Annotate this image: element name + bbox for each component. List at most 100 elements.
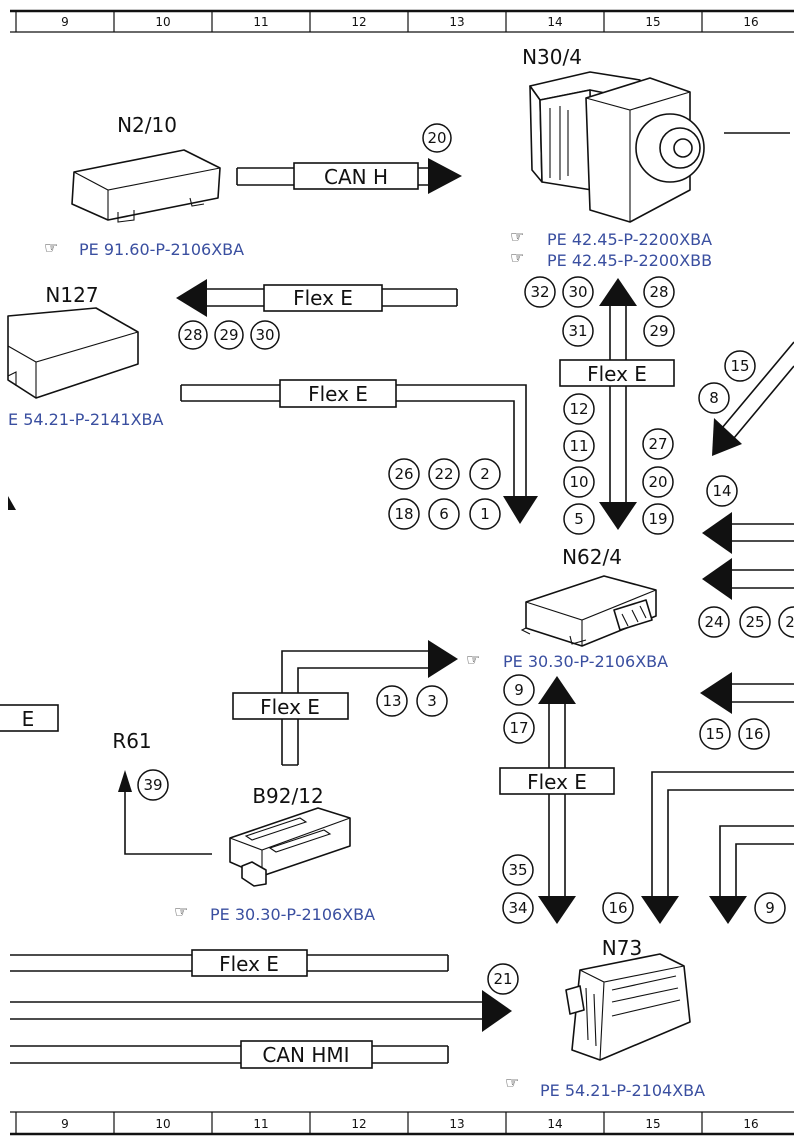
- svg-text:PE 91.60-P-2106XBA: PE 91.60-P-2106XBA: [79, 240, 244, 259]
- pin-16-bottom: 16: [608, 899, 627, 917]
- label-n2-10: N2/10: [117, 113, 177, 137]
- pin-26: 26: [394, 465, 413, 483]
- grid-col-10-bottom: 10: [155, 1117, 170, 1131]
- grid-strip-bottom: 9 10 11 12 13 14 15 16: [10, 1111, 794, 1136]
- pin-35: 35: [508, 861, 527, 879]
- device-n2-10: [71, 149, 221, 223]
- grid-col-9-bottom: 9: [61, 1117, 69, 1131]
- pin-2: 2: [480, 465, 490, 483]
- pin-9-mid: 9: [514, 681, 524, 699]
- pin-15-diag: 15: [730, 357, 749, 375]
- bus-box-flex-e-vertical-top: [559, 359, 675, 387]
- grid-col-14-top: 14: [547, 15, 562, 29]
- device-n127: [7, 307, 139, 399]
- ref-n62-4: ☞ PE 30.30-P-2106XBA: [466, 650, 668, 671]
- svg-text:PE 54.21-P-2104XBA: PE 54.21-P-2104XBA: [540, 1081, 705, 1100]
- bus-label-flex-e-bottom: Flex E: [219, 952, 279, 976]
- pin-3: 3: [427, 692, 437, 710]
- grid-strip-top: 9 10 11 12 13 14 15 16: [10, 9, 794, 33]
- bus-box-flex-e-n62-left: [279, 379, 397, 408]
- svg-text:PE 42.45-P-2200XBA: PE 42.45-P-2200XBA: [547, 230, 712, 249]
- pin-13: 13: [382, 692, 401, 710]
- bus-label-can-hmi: CAN HMI: [262, 1043, 349, 1067]
- pin-39: 39: [143, 776, 162, 794]
- bus-label-flex-e-n62-left: Flex E: [308, 382, 368, 406]
- svg-text:PE 30.30-P-2106XBA: PE 30.30-P-2106XBA: [210, 905, 375, 924]
- label-n62-4: N62/4: [562, 545, 622, 569]
- grid-col-14-bottom: 14: [547, 1117, 562, 1131]
- pin-1: 1: [480, 505, 490, 523]
- grid-col-16-top: 16: [743, 15, 758, 29]
- pin-28-n127: 28: [183, 326, 202, 344]
- pointing-hand-icon: ☞: [510, 227, 524, 246]
- grid-col-15-bottom: 15: [645, 1117, 660, 1131]
- grid-col-11-top: 11: [253, 15, 268, 29]
- pin-20-center: 20: [648, 473, 667, 491]
- bus-down-arrow-16: 16: [602, 771, 794, 924]
- grid-col-13-top: 13: [449, 15, 464, 29]
- bus-can-h: CAN H 20: [236, 123, 462, 194]
- label-b92-12: B92/12: [252, 784, 323, 808]
- pin-10: 10: [569, 473, 588, 491]
- pin-30-n30: 30: [568, 283, 587, 301]
- svg-text:E 54.21-P-2141XBA: E 54.21-P-2141XBA: [8, 410, 164, 429]
- wire-r61: 39: [118, 769, 212, 855]
- device-n73: [565, 953, 691, 1061]
- bus-down-arrow-9: 9: [709, 825, 794, 924]
- pointing-hand-icon: ☞: [44, 238, 58, 257]
- pin-22: 22: [434, 465, 453, 483]
- pin-28-n30: 28: [649, 283, 668, 301]
- pin-21: 21: [493, 970, 512, 988]
- label-n73: N73: [602, 936, 642, 960]
- bus-diagonal-upper-right: 15 8: [698, 341, 794, 456]
- pin-20-can-h: 20: [427, 129, 446, 147]
- grid-col-12-bottom: 12: [351, 1117, 366, 1131]
- pin-17: 17: [509, 719, 528, 737]
- bus-flex-e-b92-to-n62: Flex E 13 3: [232, 640, 458, 766]
- pin-16-right: 16: [744, 725, 763, 743]
- pin-25: 25: [745, 613, 764, 631]
- bus-right-arrow-14: 14: [702, 475, 794, 554]
- pin-15-right: 15: [705, 725, 724, 743]
- bus-box-flex-e-vertical-bottom: [499, 767, 615, 795]
- ref-n30-4-a: ☞ PE 42.45-P-2200XBA: [510, 227, 712, 249]
- grid-col-10-top: 10: [155, 15, 170, 29]
- pin-6: 6: [439, 505, 449, 523]
- bus-can-hmi: CAN HMI: [10, 1040, 449, 1069]
- svg-text:PE 30.30-P-2106XBA: PE 30.30-P-2106XBA: [503, 652, 668, 671]
- pointing-hand-icon: ☞: [505, 1073, 519, 1092]
- bus-box-partial-left: [0, 704, 59, 732]
- pin-2-partial: 2: [785, 613, 794, 631]
- label-n30-4: N30/4: [522, 45, 582, 69]
- device-b92-12: [229, 807, 351, 887]
- grid-col-11-bottom: 11: [253, 1117, 268, 1131]
- pin-32: 32: [530, 283, 549, 301]
- pointing-hand-icon: ☞: [174, 902, 188, 921]
- grid-col-12-top: 12: [351, 15, 366, 29]
- bus-box-can-h: [293, 162, 419, 190]
- bus-label-flex-e-n127: Flex E: [293, 286, 353, 310]
- bus-right-arrow-15-16: 15 16: [699, 672, 794, 750]
- bus-flex-e-n127-to-n62: Flex E 26 22 2 18 6 1: [180, 379, 538, 530]
- pin-29-n127: 29: [219, 326, 238, 344]
- edge-arrow-mark: [8, 496, 16, 510]
- bus-box-flex-e-bottom: [191, 949, 308, 977]
- pin-30-n127: 30: [255, 326, 274, 344]
- pin-11: 11: [569, 437, 588, 455]
- ref-n30-4-b: ☞ PE 42.45-P-2200XBB: [510, 248, 712, 270]
- grid-col-15-top: 15: [645, 15, 660, 29]
- bus-flex-e-bottom: Flex E: [10, 949, 449, 977]
- ref-b92-12: ☞ PE 30.30-P-2106XBA: [174, 902, 375, 924]
- pin-31: 31: [568, 322, 587, 340]
- pointing-hand-icon: ☞: [466, 650, 480, 669]
- svg-text:PE 42.45-P-2200XBB: PE 42.45-P-2200XBB: [547, 251, 712, 270]
- pin-18: 18: [394, 505, 413, 523]
- ref-n2-10: ☞ PE 91.60-P-2106XBA: [44, 238, 244, 259]
- pin-29-n30: 29: [649, 322, 668, 340]
- grid-col-16-bottom: 16: [743, 1117, 758, 1131]
- pointing-hand-icon: ☞: [510, 248, 524, 267]
- pin-24: 24: [704, 613, 723, 631]
- bus-label-can-h: CAN H: [324, 165, 388, 189]
- label-r61: R61: [112, 729, 151, 753]
